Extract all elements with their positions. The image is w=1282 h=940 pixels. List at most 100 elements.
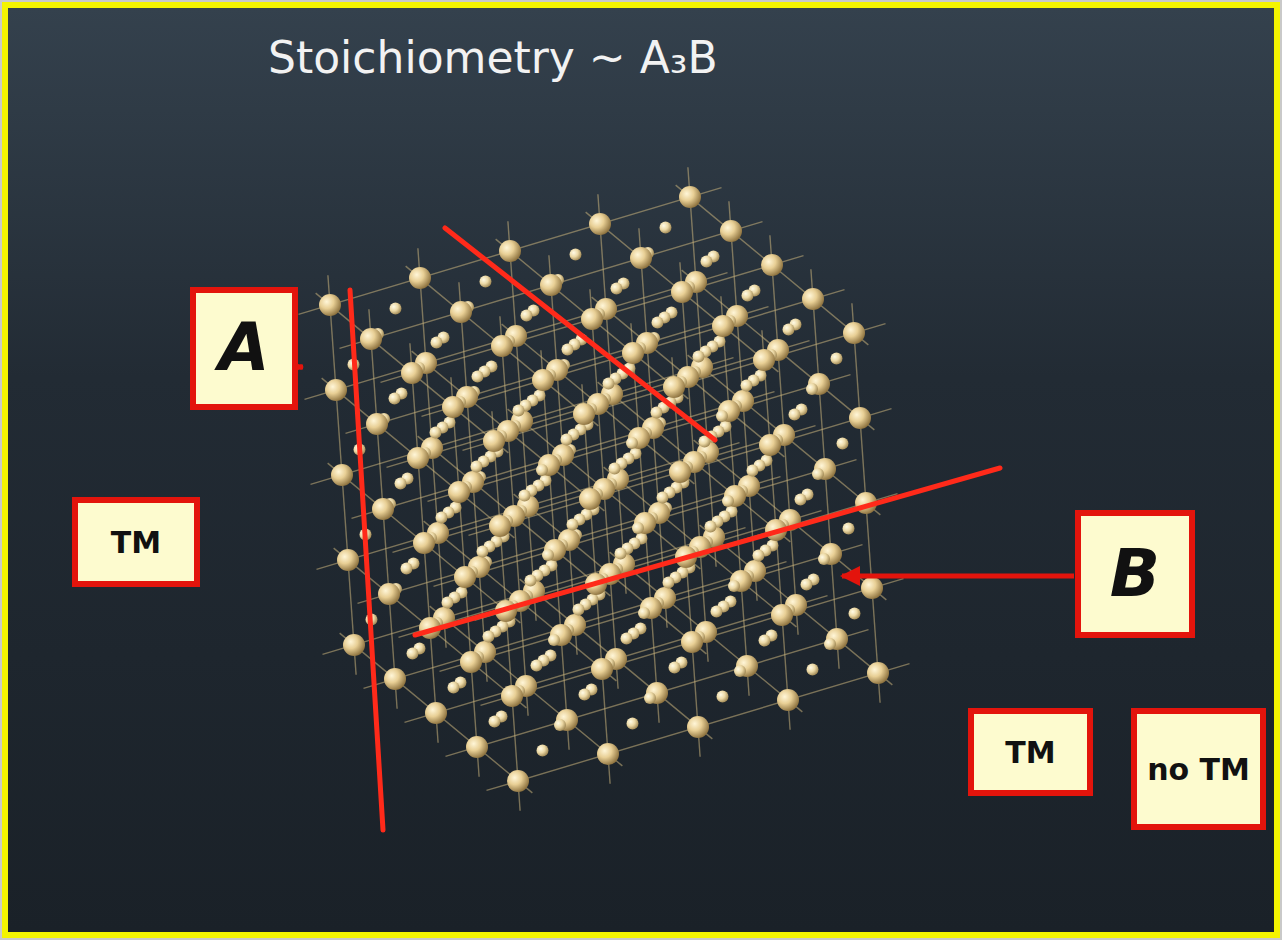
a-atom [807, 664, 819, 676]
lattice-line [406, 266, 599, 426]
b-atom [499, 240, 521, 262]
b-atom [687, 716, 709, 738]
a-atom [430, 427, 442, 439]
b-atom [489, 515, 511, 537]
a-atom [626, 437, 638, 449]
b-atom [681, 631, 703, 653]
lattice-line [418, 436, 611, 596]
a-atom [389, 393, 401, 405]
a-atom [621, 633, 633, 645]
b-atom [378, 583, 400, 605]
b-atom [532, 369, 554, 391]
a-atom [663, 577, 675, 589]
b-atom [591, 658, 613, 680]
lattice-line [322, 378, 515, 538]
a-atom [390, 303, 402, 315]
a-atom [521, 310, 533, 322]
a-atom [471, 461, 483, 473]
a-atom [603, 378, 615, 390]
red-line [350, 290, 383, 830]
lattice-lines [299, 167, 910, 811]
b-atom [483, 430, 505, 452]
pointer-arrow [842, 574, 1074, 579]
a-atom [627, 718, 639, 730]
b-atom [573, 403, 595, 425]
b-atom [454, 566, 476, 588]
label-box: A [190, 287, 298, 410]
b-atom [384, 668, 406, 690]
a-atom [734, 665, 746, 677]
atoms [319, 186, 889, 792]
b-atom [663, 376, 685, 398]
lattice-line [405, 596, 828, 723]
a-atom [801, 579, 813, 591]
a-atom [573, 604, 585, 616]
a-atom [407, 648, 419, 660]
a-atom [747, 465, 759, 477]
b-atom [679, 186, 701, 208]
lattice-line [682, 270, 875, 430]
a-atom [531, 660, 543, 672]
lattice-line [311, 358, 734, 485]
b-atom [343, 634, 365, 656]
box-label: TM [111, 526, 161, 559]
a-atom [472, 371, 484, 383]
a-atom [701, 256, 713, 268]
b-atom [720, 220, 742, 242]
b-atom [401, 362, 423, 384]
a-atom [806, 383, 818, 395]
label-box: TM [968, 708, 1093, 796]
lattice-line [514, 494, 707, 654]
a-atom [638, 607, 650, 619]
b-atom [409, 267, 431, 289]
a-atom [579, 689, 591, 701]
b-atom [413, 532, 435, 554]
a-atom [753, 550, 765, 562]
b-atom [761, 254, 783, 276]
lattice-line [541, 350, 569, 750]
a-atom [795, 494, 807, 506]
a-atom [644, 692, 656, 704]
title: Stoichiometry ~ A₃B [268, 32, 718, 83]
label-box: TM [72, 497, 200, 587]
b-atom [581, 308, 603, 330]
box-label: TM [1005, 736, 1055, 769]
lattice-line [604, 467, 797, 627]
a-atom [567, 519, 579, 531]
a-atom [717, 691, 729, 703]
b-atom [579, 488, 601, 510]
a-atom [525, 575, 537, 587]
b-atom [849, 407, 871, 429]
lattice-line [451, 377, 479, 777]
a-atom [652, 317, 664, 329]
lattice-line [811, 269, 839, 669]
lattice-line [610, 552, 803, 712]
a-atom [548, 634, 560, 646]
a-atom [722, 495, 734, 507]
pointer-arrows [218, 367, 1074, 576]
a-atom [843, 523, 855, 535]
a-atom [401, 563, 413, 575]
a-atom [759, 635, 771, 647]
b-atom [325, 379, 347, 401]
b-atom [337, 549, 359, 571]
b-atom [712, 315, 734, 337]
a-atom [477, 546, 489, 558]
a-atom [824, 638, 836, 650]
a-atom [554, 719, 566, 731]
a-atom [480, 276, 492, 288]
lattice-line [676, 185, 869, 345]
lattice-line [412, 351, 605, 511]
lattice-line [316, 293, 509, 453]
a-atom [611, 283, 623, 295]
a-atom [728, 580, 740, 592]
b-atom [867, 662, 889, 684]
lattice-line [299, 188, 722, 315]
b-atom [589, 213, 611, 235]
lattice-line [586, 212, 779, 372]
a-atom [442, 597, 454, 609]
b-atom [843, 322, 865, 344]
a-atom [431, 337, 443, 349]
a-atom [716, 410, 728, 422]
